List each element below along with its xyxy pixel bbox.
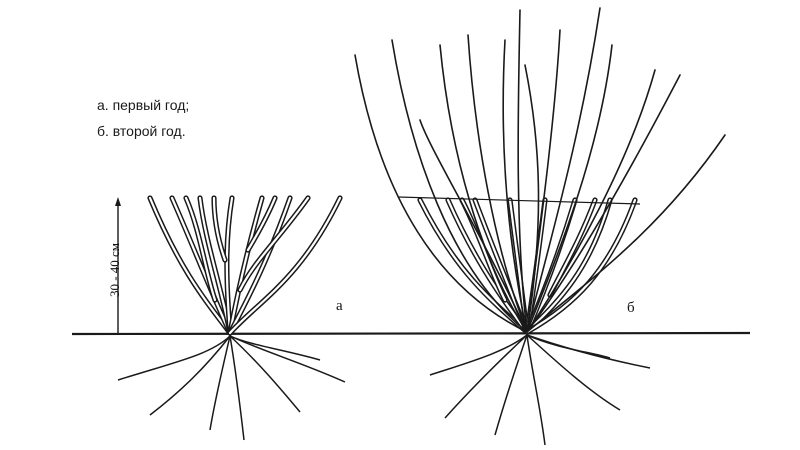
root-a-4 xyxy=(229,335,301,413)
stem-a-0-core xyxy=(148,196,232,335)
shoot-b-7 xyxy=(526,7,601,333)
bush-a-stems xyxy=(147,195,343,336)
stem-a-5-core xyxy=(228,196,292,335)
legend: а. первый год; б. второй год. xyxy=(97,92,189,144)
stem-b-6-core xyxy=(525,198,612,334)
shoot-b-3 xyxy=(467,34,528,333)
height-label: 30 - 40 см xyxy=(107,242,123,298)
root-a-3 xyxy=(229,335,245,441)
root-b-6 xyxy=(526,334,611,359)
shoot-b-9 xyxy=(526,69,656,333)
prune-line xyxy=(397,196,641,205)
stem-a-8-core xyxy=(238,196,310,292)
root-a-6 xyxy=(229,335,321,361)
bush-b-roots xyxy=(429,334,651,446)
shoot-b-1 xyxy=(391,39,528,333)
stem-a-10-core xyxy=(246,196,277,252)
stem-a-4-core xyxy=(228,196,264,335)
stem-b-9-core xyxy=(548,198,597,297)
ground-line xyxy=(71,331,751,336)
stem-b-8-core xyxy=(460,198,507,302)
stem-a-5 xyxy=(227,195,293,336)
shoot-b-10 xyxy=(526,134,726,333)
root-b-0 xyxy=(429,334,528,376)
stem-b-7-core xyxy=(525,198,637,334)
shoot-b-5 xyxy=(517,9,528,333)
stem-b-1-core xyxy=(446,198,529,334)
shoot-b-13 xyxy=(524,64,540,333)
bush-b-stems xyxy=(417,197,638,335)
legend-item-second-year: б. второй год. xyxy=(97,123,186,139)
shoot-b-8 xyxy=(526,44,613,333)
root-a-5 xyxy=(229,335,346,383)
root-b-4 xyxy=(526,334,621,411)
legend-item-first-year: а. первый год; xyxy=(97,97,190,113)
root-b-2 xyxy=(494,334,528,436)
stem-a-1-core xyxy=(170,196,232,335)
bush-b-label: б xyxy=(627,300,635,316)
bush-a-label: а xyxy=(336,298,343,314)
shoot-b-2 xyxy=(439,44,528,333)
stem-a-7-core xyxy=(184,196,217,302)
shoot-b-4 xyxy=(502,39,528,333)
height-arrow xyxy=(115,197,121,334)
root-a-1 xyxy=(149,335,231,416)
root-a-2 xyxy=(209,335,231,431)
stem-a-0 xyxy=(147,195,233,336)
shoot-b-11 xyxy=(526,74,681,333)
bush-a-roots xyxy=(117,335,346,441)
shoot-b-0 xyxy=(354,54,528,333)
root-b-3 xyxy=(526,334,546,446)
stem-a-9 xyxy=(211,195,228,263)
bush-b-new-shoots xyxy=(354,7,726,333)
bush-b-prune-line xyxy=(397,196,641,205)
stem-a-9-core xyxy=(212,196,227,262)
stem-a-6-core xyxy=(228,196,342,335)
root-a-0 xyxy=(117,335,231,381)
root-b-1 xyxy=(444,334,528,419)
